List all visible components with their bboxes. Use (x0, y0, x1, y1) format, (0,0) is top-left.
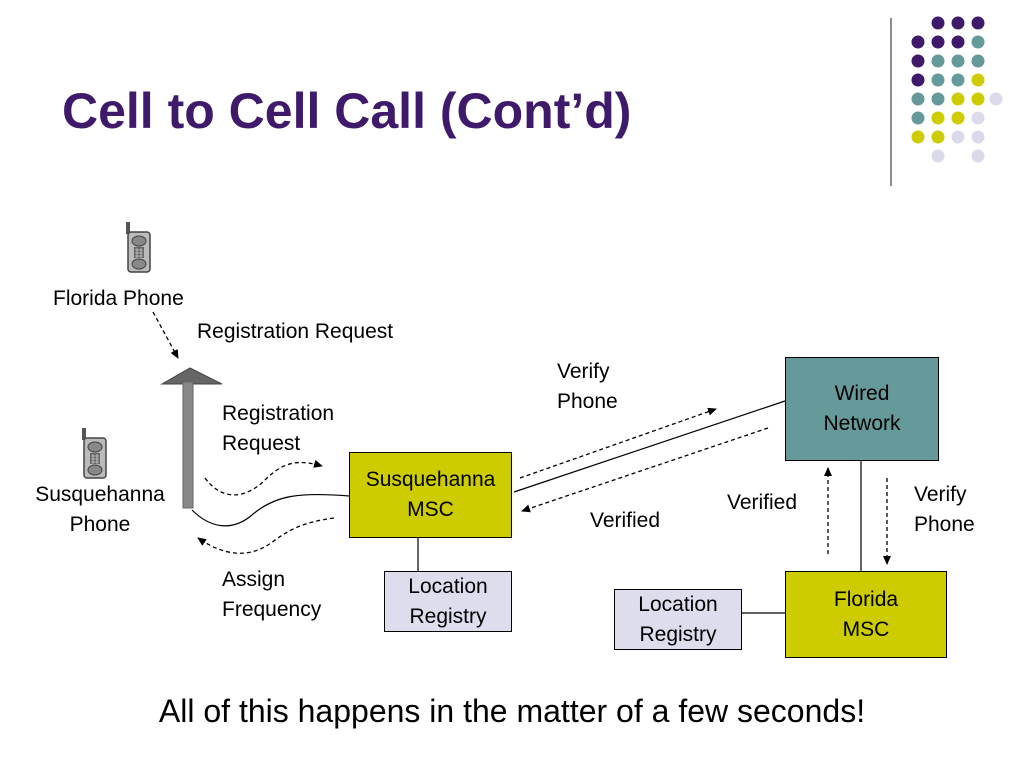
decor-dot (931, 92, 945, 106)
decor-dot (971, 92, 985, 106)
assign-frequency-label: Assign Frequency (222, 568, 322, 621)
decor-dot (931, 54, 945, 68)
florida-phone-to-tower-arrow (152, 311, 179, 359)
verify-phone-arrow (519, 407, 717, 479)
susquehanna-phone-icon (82, 428, 107, 479)
decor-dot (971, 73, 985, 87)
decor-dot (911, 92, 925, 106)
location-registry-left-box: Location Registry (384, 571, 512, 632)
page-title: Cell to Cell Call (Cont’d) (62, 83, 632, 139)
wired-network-box: Wired Network (785, 357, 939, 461)
susquehanna-phone-label: Susquehanna Phone (35, 483, 165, 536)
verify-phone-top-label: Verify Phone (557, 360, 618, 413)
verified-arrow-left (521, 427, 769, 513)
registration-request-arrow (204, 460, 323, 496)
assign-frequency-arrow (197, 517, 335, 554)
footer-caption: All of this happens in the matter of a f… (158, 693, 866, 729)
decor-dot (951, 130, 965, 144)
florida-msc-box: Florida MSC (785, 571, 947, 658)
decor-dot (911, 130, 925, 144)
decor-dot (971, 149, 985, 163)
decor-dot (989, 92, 1003, 106)
tower-msc-link (191, 493, 350, 527)
decor-dot (951, 111, 965, 125)
susquehanna-msc-box: Susquehanna MSC (349, 452, 512, 538)
decor-dot (911, 54, 925, 68)
decor-dot (931, 16, 945, 30)
verified-right-label: Verified (727, 491, 798, 514)
registration-request-top-label: Registration Request (197, 320, 394, 343)
decor-dot (951, 73, 965, 87)
decor-dot (951, 54, 965, 68)
decor-dot (911, 73, 925, 87)
verified-mid-label: Verified (590, 509, 661, 532)
decor-dot (971, 16, 985, 30)
decor-dot (931, 130, 945, 144)
florida-phone-icon (126, 222, 151, 273)
decor-dot (931, 111, 945, 125)
decor-dot (951, 92, 965, 106)
decor-dot (911, 35, 925, 49)
decor-dot (931, 35, 945, 49)
verify-phone-right-label: Verify Phone (914, 483, 975, 536)
cell-tower-icon (160, 367, 223, 509)
decor-dot (931, 149, 945, 163)
registration-request-mid-label: Registration Request (222, 402, 335, 455)
decor-dot (931, 73, 945, 87)
location-registry-right-box: Location Registry (614, 589, 742, 650)
decor-dot (911, 111, 925, 125)
msc-wired-link (513, 400, 786, 493)
decor-dot (971, 54, 985, 68)
decor-dot (971, 35, 985, 49)
decor-dot (971, 130, 985, 144)
decor-dot (971, 111, 985, 125)
decor-dot (951, 35, 965, 49)
decor-dot (951, 16, 965, 30)
florida-phone-label: Florida Phone (53, 287, 184, 310)
